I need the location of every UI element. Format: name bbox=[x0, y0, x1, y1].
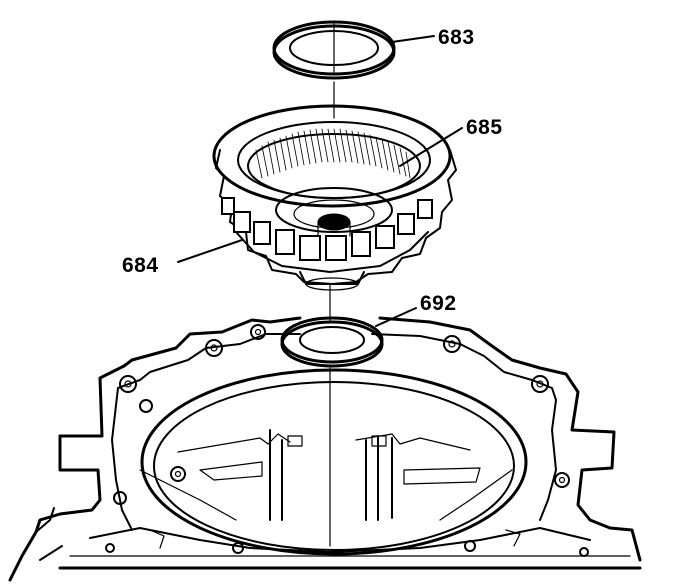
part-683-thrust-washer bbox=[272, 20, 396, 80]
part-684-reaction-carrier-drum bbox=[212, 104, 457, 291]
part-685-internal-gear-teeth bbox=[255, 128, 411, 179]
callout-684: 684 bbox=[122, 254, 159, 277]
callout-685: 685 bbox=[466, 116, 503, 139]
leader-685 bbox=[399, 127, 463, 167]
part-692-thrust-bearing bbox=[280, 316, 384, 368]
callout-692: 692 bbox=[420, 292, 457, 315]
transmission-case bbox=[8, 316, 642, 582]
callout-683: 683 bbox=[438, 26, 475, 49]
leader-683 bbox=[391, 35, 435, 43]
leader-692 bbox=[375, 307, 417, 327]
leader-684 bbox=[177, 239, 243, 263]
